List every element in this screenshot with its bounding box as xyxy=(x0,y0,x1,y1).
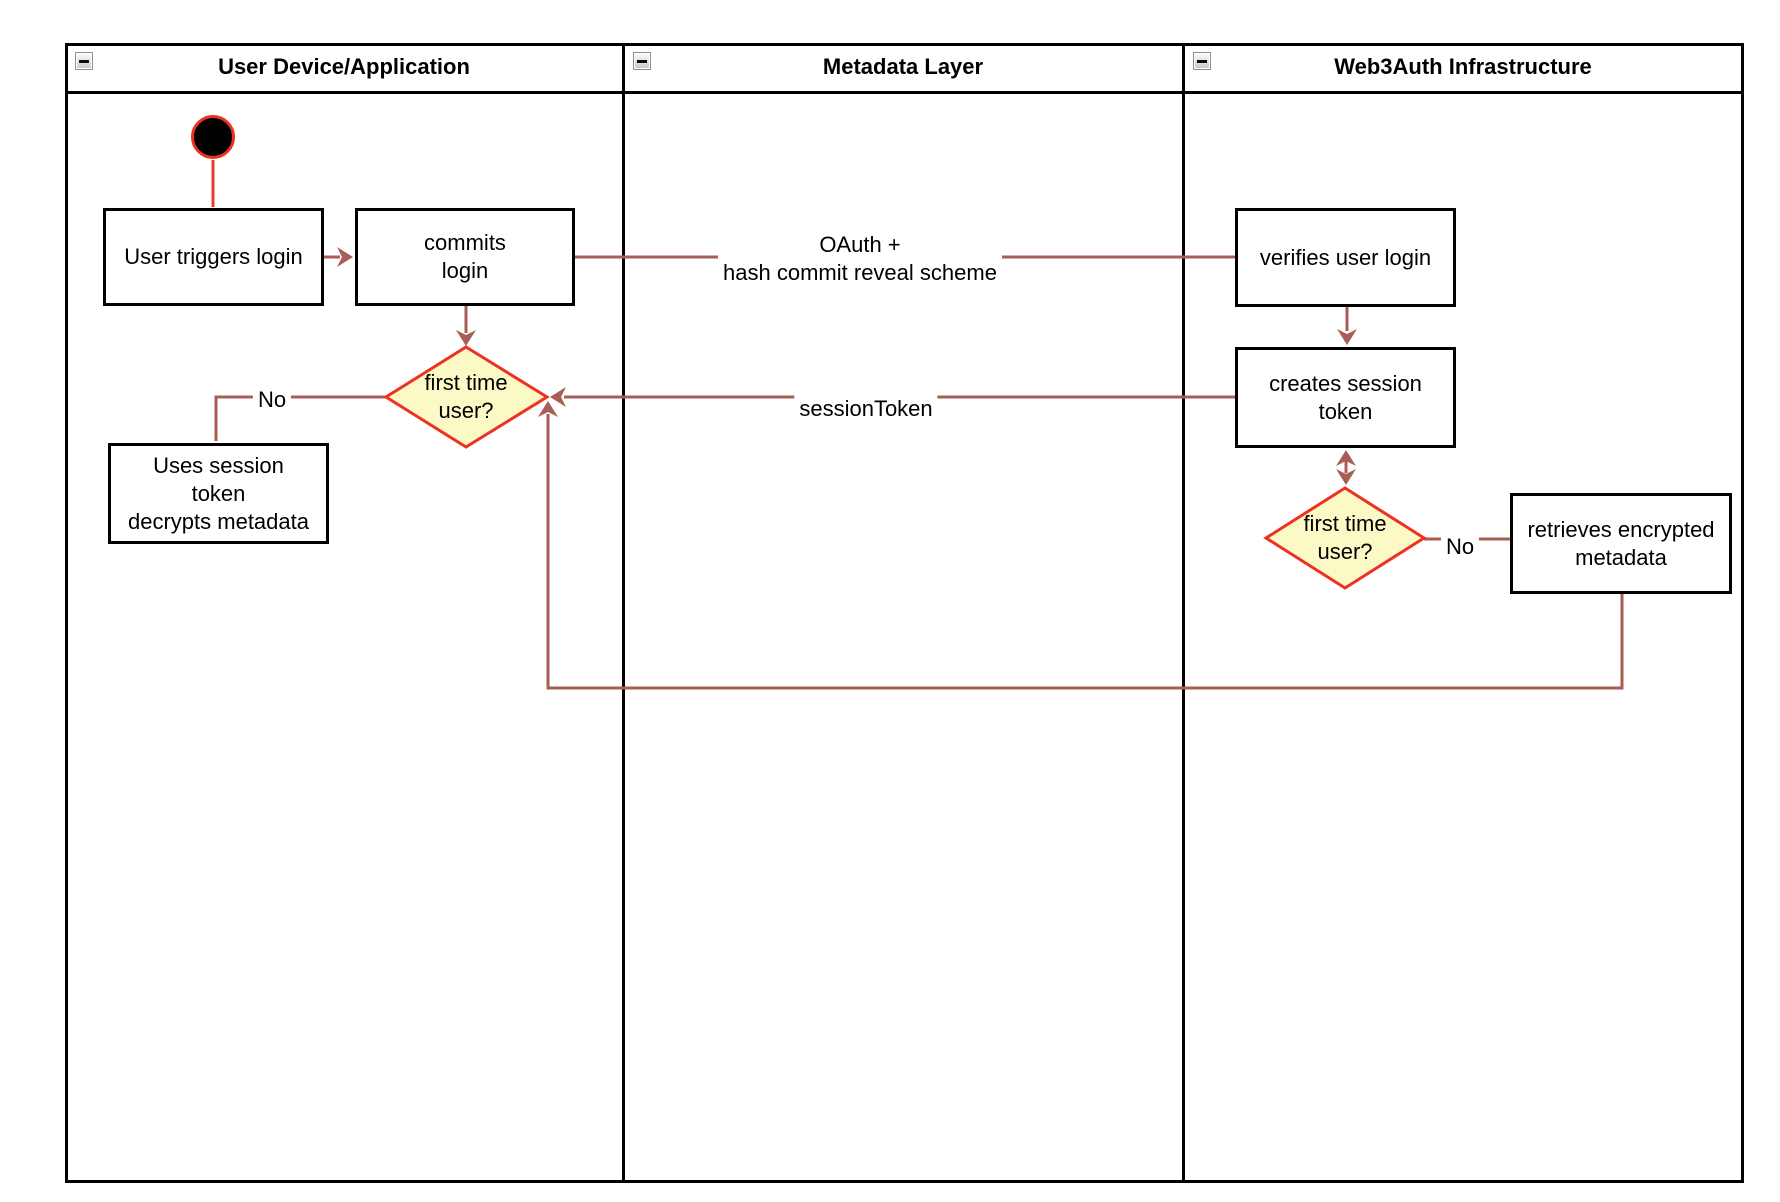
oauth-message-label[interactable]: OAuth + hash commit reveal scheme xyxy=(718,229,1002,289)
session-token-label[interactable]: sessionToken xyxy=(794,393,938,425)
edge-verifies-to-creates[interactable] xyxy=(1337,307,1357,345)
lane-title-web3auth[interactable]: Web3Auth Infrastructure xyxy=(1334,54,1592,79)
arrowhead-up xyxy=(538,401,558,417)
start-node[interactable] xyxy=(191,115,235,159)
node-commits-login[interactable]: commits login xyxy=(355,208,575,306)
decision-first-time-user-right[interactable] xyxy=(1263,486,1427,590)
edge-user-triggers-to-commits[interactable] xyxy=(324,247,353,267)
minus-icon xyxy=(79,60,89,63)
minus-icon xyxy=(637,60,647,63)
swimlane-pool xyxy=(65,43,1744,1183)
collapse-lane-button-metadata-layer[interactable] xyxy=(633,52,651,70)
node-user-triggers-login[interactable]: User triggers login xyxy=(103,208,324,306)
node-label: User triggers login xyxy=(124,244,303,269)
node-verifies-user-login[interactable]: verifies user login xyxy=(1235,208,1456,307)
no-label-left[interactable]: No xyxy=(252,384,292,416)
node-label: creates session token xyxy=(1269,370,1422,424)
edge-creates-decision-bidirectional[interactable] xyxy=(1336,450,1356,485)
arrowhead-left xyxy=(550,387,566,407)
node-uses-session-token[interactable]: Uses session token decrypts metadata xyxy=(108,443,329,544)
collapse-lane-button-user-device[interactable] xyxy=(75,52,93,70)
arrowhead-down xyxy=(1337,329,1357,345)
node-label: Uses session token decrypts metadata xyxy=(128,452,309,534)
arrowhead-up xyxy=(1336,450,1356,466)
lane-title-metadata-layer[interactable]: Metadata Layer xyxy=(822,54,984,79)
lane-separator-2 xyxy=(1182,43,1185,1183)
edge-no-to-uses-session[interactable] xyxy=(214,395,386,441)
node-label: commits login xyxy=(424,230,506,283)
decision-label-left: first time user? xyxy=(424,370,508,423)
node-label: retrieves encrypted metadata xyxy=(1527,516,1715,570)
decision-label-right: first time user? xyxy=(1303,511,1387,564)
node-retrieves-encrypted-metadata[interactable]: retrieves encrypted metadata xyxy=(1510,493,1732,594)
decision-first-time-user-left[interactable] xyxy=(383,345,550,449)
no-label-right[interactable]: No xyxy=(1440,531,1480,563)
lane-title-user-device[interactable]: User Device/Application xyxy=(218,54,470,79)
node-label: verifies user login xyxy=(1259,244,1432,270)
node-creates-session-token[interactable]: creates session token xyxy=(1235,347,1456,448)
pool-header-row xyxy=(68,46,1741,94)
lane-separator-1 xyxy=(622,43,625,1183)
arrowhead-right xyxy=(337,247,353,267)
minus-icon xyxy=(1197,60,1207,63)
arrowhead-down xyxy=(1336,469,1356,485)
edge-commits-to-decision[interactable] xyxy=(456,306,476,346)
collapse-lane-button-web3auth[interactable] xyxy=(1193,52,1211,70)
arrowhead-down xyxy=(456,330,476,346)
edge-retrieves-feedback[interactable] xyxy=(538,401,1624,690)
